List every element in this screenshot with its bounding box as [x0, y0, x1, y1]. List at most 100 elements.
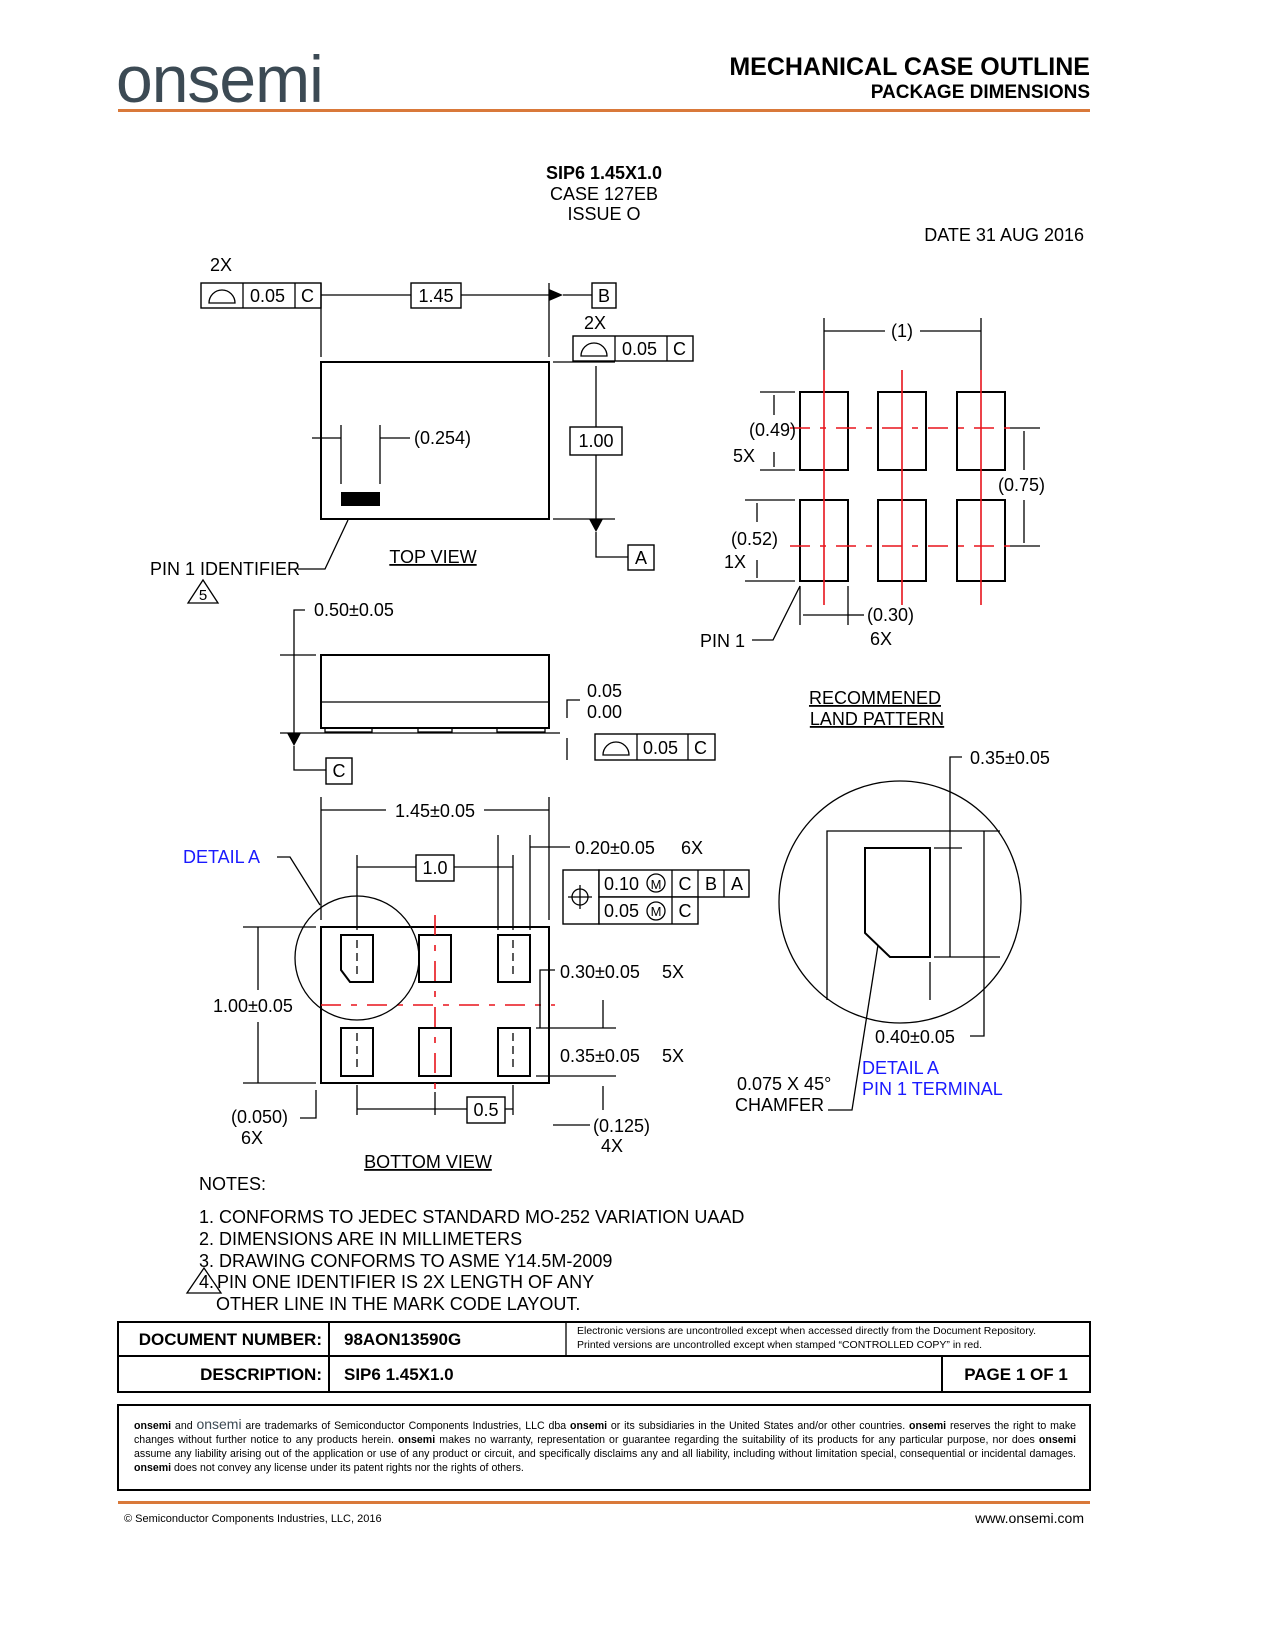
brand: onsemi	[134, 1462, 172, 1474]
top-view-label: TOP VIEW	[389, 547, 476, 567]
mmc-modifier: M	[651, 877, 662, 892]
pad-width-dim: 0.20±0.05	[575, 838, 655, 858]
land-pattern: (1) (0.49) 5X (0.52) 1X (0.75) (0.30) 6X…	[700, 318, 1045, 729]
legal-disclaimer: onsemi and onsemi are trademarks of Semi…	[134, 1417, 1076, 1475]
note-3: 3. DRAWING CONFORMS TO ASME Y14.5M-2009	[199, 1251, 612, 1271]
lp-pad-length-a-qty: 5X	[733, 446, 755, 466]
fcf-datum: C	[301, 286, 314, 306]
profile-surface-icon	[208, 289, 236, 304]
datum-ref: C	[679, 874, 692, 894]
package-name: SIP6 1.45X1.0	[546, 163, 662, 183]
datum-ref: B	[705, 874, 717, 894]
datum-a: A	[635, 548, 647, 568]
fcf-value: 0.05	[250, 286, 285, 306]
legal-box	[117, 1404, 1091, 1491]
lp-row-pitch: (0.75)	[998, 475, 1045, 495]
bottom-view: DETAIL A 1.45±0.05 1.0 0.20±0.05 6X 0.10…	[183, 797, 750, 1172]
lp-pad-length-b-qty: 1X	[724, 552, 746, 572]
qty-2x: 2X	[210, 255, 232, 275]
brand: onsemi	[134, 1420, 172, 1432]
note-2: 2. DIMENSIONS ARE IN MILLIMETERS	[199, 1229, 522, 1249]
mark-dim: (0.254)	[414, 428, 471, 448]
lp-title-1: RECOMMENED	[809, 688, 941, 708]
notes-heading: NOTES:	[199, 1174, 266, 1194]
legal-text: makes no warranty, representation or gua…	[435, 1434, 1039, 1446]
page-title: MECHANICAL CASE OUTLINE	[729, 53, 1090, 81]
lp-title-2: LAND PATTERN	[810, 709, 944, 729]
website-link[interactable]: www.onsemi.com	[974, 1510, 1084, 1526]
legal-text: assume any liability arising out of the …	[134, 1448, 1076, 1460]
control-note-1: Electronic versions are uncontrolled exc…	[577, 1325, 1036, 1337]
length-dim: 1.45	[418, 286, 453, 306]
datum-b: B	[598, 286, 610, 306]
description: SIP6 1.45X1.0	[344, 1365, 454, 1384]
copyright: © Semiconductor Components Industries, L…	[124, 1513, 382, 1525]
lp-pad-length-a: (0.49)	[749, 420, 796, 440]
note-flag: 5	[199, 587, 207, 604]
fcf-datum: C	[694, 738, 707, 758]
date: DATE 31 AUG 2016	[924, 225, 1084, 245]
pad-width-qty: 6X	[681, 838, 703, 858]
case-number: CASE 127EB	[550, 184, 658, 204]
page-subtitle: PACKAGE DIMENSIONS	[871, 82, 1090, 103]
brand: onsemi	[569, 1420, 608, 1432]
brand: onsemi	[398, 1434, 436, 1446]
legal-text: reserves the right to make changes witho…	[134, 1420, 1077, 1446]
legal-text: are trademarks of Semiconductor Componen…	[241, 1420, 570, 1432]
onsemi-logo-small: onsemi	[196, 1416, 242, 1432]
pad-length-a: 0.30±0.05	[560, 962, 640, 982]
datum-ref: C	[679, 901, 692, 921]
profile-surface-icon	[580, 342, 608, 357]
fcf-datum: C	[673, 339, 686, 359]
position-tol-1: 0.10	[604, 874, 639, 894]
lp-pin1-label: PIN 1	[700, 631, 745, 651]
detail-a-callout: DETAIL A	[183, 847, 260, 867]
top-view: 2X 0.05 C 1.45 B 2X 0.05 C 1.00 A (0.254…	[150, 255, 694, 604]
legal-text: and	[171, 1420, 197, 1432]
fcf-value: 0.05	[622, 339, 657, 359]
doc-number: 98AON13590G	[344, 1330, 461, 1349]
pitch-half: 0.5	[473, 1100, 498, 1120]
pad-length-a-qty: 5X	[662, 962, 684, 982]
onsemi-logo: onsemi	[116, 42, 323, 116]
length-dim: 1.45±0.05	[395, 801, 475, 821]
note-1: 1. CONFORMS TO JEDEC STANDARD MO-252 VAR…	[199, 1207, 744, 1227]
detail-a-title: DETAIL A	[862, 1058, 939, 1078]
pitch-basic: 1.0	[422, 858, 447, 878]
note-4-number: 4.	[199, 1272, 214, 1292]
profile-surface-icon	[602, 741, 630, 756]
width-dim: 1.00±0.05	[213, 996, 293, 1016]
note-4: PIN ONE IDENTIFIER IS 2X LENGTH OF ANY	[217, 1272, 594, 1292]
doc-number-label: DOCUMENT NUMBER:	[139, 1330, 322, 1349]
brand: onsemi	[1038, 1434, 1077, 1446]
chamfer-dim: 0.075 X 45°	[737, 1074, 831, 1094]
end-dim: (0.125)	[593, 1116, 650, 1136]
lp-pad-width: (0.30)	[867, 605, 914, 625]
datum-c: C	[333, 761, 346, 781]
qty-2x: 2X	[584, 313, 606, 333]
detail-a: 0.35±0.05 0.40±0.05 0.075 X 45° CHAMFER …	[735, 748, 1050, 1115]
description-label: DESCRIPTION:	[200, 1365, 322, 1384]
control-note-2: Printed versions are uncontrolled except…	[577, 1339, 982, 1351]
position-tol-2: 0.05	[604, 901, 639, 921]
standoff-max: 0.05	[587, 681, 622, 701]
width-dim: 1.00	[578, 431, 613, 451]
legal-text: does not convey any license under its pa…	[171, 1462, 524, 1474]
legal-text: or its subsidiaries in the United States…	[607, 1420, 910, 1432]
chamfer-label: CHAMFER	[735, 1095, 824, 1115]
lp-pad-width-qty: 6X	[870, 629, 892, 649]
detail-length: 0.35±0.05	[970, 748, 1050, 768]
datum-ref: A	[731, 874, 743, 894]
lp-pad-length-b: (0.52)	[731, 529, 778, 549]
edge-qty: 6X	[241, 1128, 263, 1148]
detail-a-subtitle: PIN 1 TERMINAL	[862, 1079, 1003, 1099]
lp-pitch: (1)	[891, 321, 913, 341]
mmc-modifier: M	[651, 904, 662, 919]
pad-length-b-qty: 5X	[662, 1046, 684, 1066]
page-number: PAGE 1 OF 1	[964, 1365, 1068, 1384]
pin1-identifier-label: PIN 1 IDENTIFIER	[150, 559, 300, 579]
end-qty: 4X	[601, 1136, 623, 1156]
side-view: 0.50±0.05 C 0.05 0.00 0.05 C	[280, 600, 716, 785]
edge-dim: (0.050)	[231, 1107, 288, 1127]
